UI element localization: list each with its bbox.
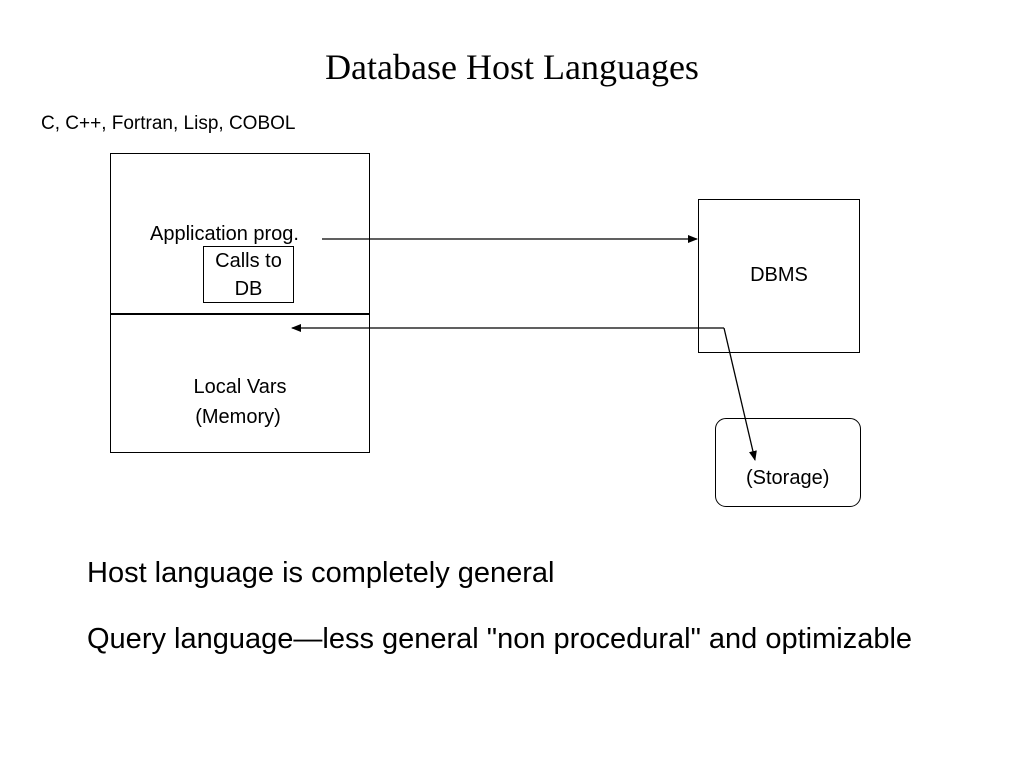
bullet-list: Host language is completely general Quer… [87,556,947,656]
storage-arrow [723,327,757,461]
storage-box [715,418,861,507]
local-vars-label: Local Vars (Memory) [110,372,370,432]
calls-to-db-label-line2: DB [234,277,263,300]
slide-title: Database Host Languages [325,47,699,87]
dbms-label: DBMS [750,264,808,286]
application-program-box [110,153,370,453]
calls-to-db-box: Calls to DB [203,246,294,303]
application-program-label: Application prog. [150,223,299,245]
local-vars-line1: Local Vars [193,376,287,398]
local-vars-line2: (Memory) [195,406,281,428]
bullet-item: Host language is completely general [87,557,555,589]
program-memory-divider [110,313,370,315]
calls-to-db-label-line1: Calls to [215,249,282,272]
dbms-box [698,199,860,353]
host-languages-list: C, C++, Fortran, Lisp, COBOL [41,113,296,134]
bullet-item: Query language—less general "non procedu… [87,623,913,655]
storage-label: (Storage) [746,467,830,489]
